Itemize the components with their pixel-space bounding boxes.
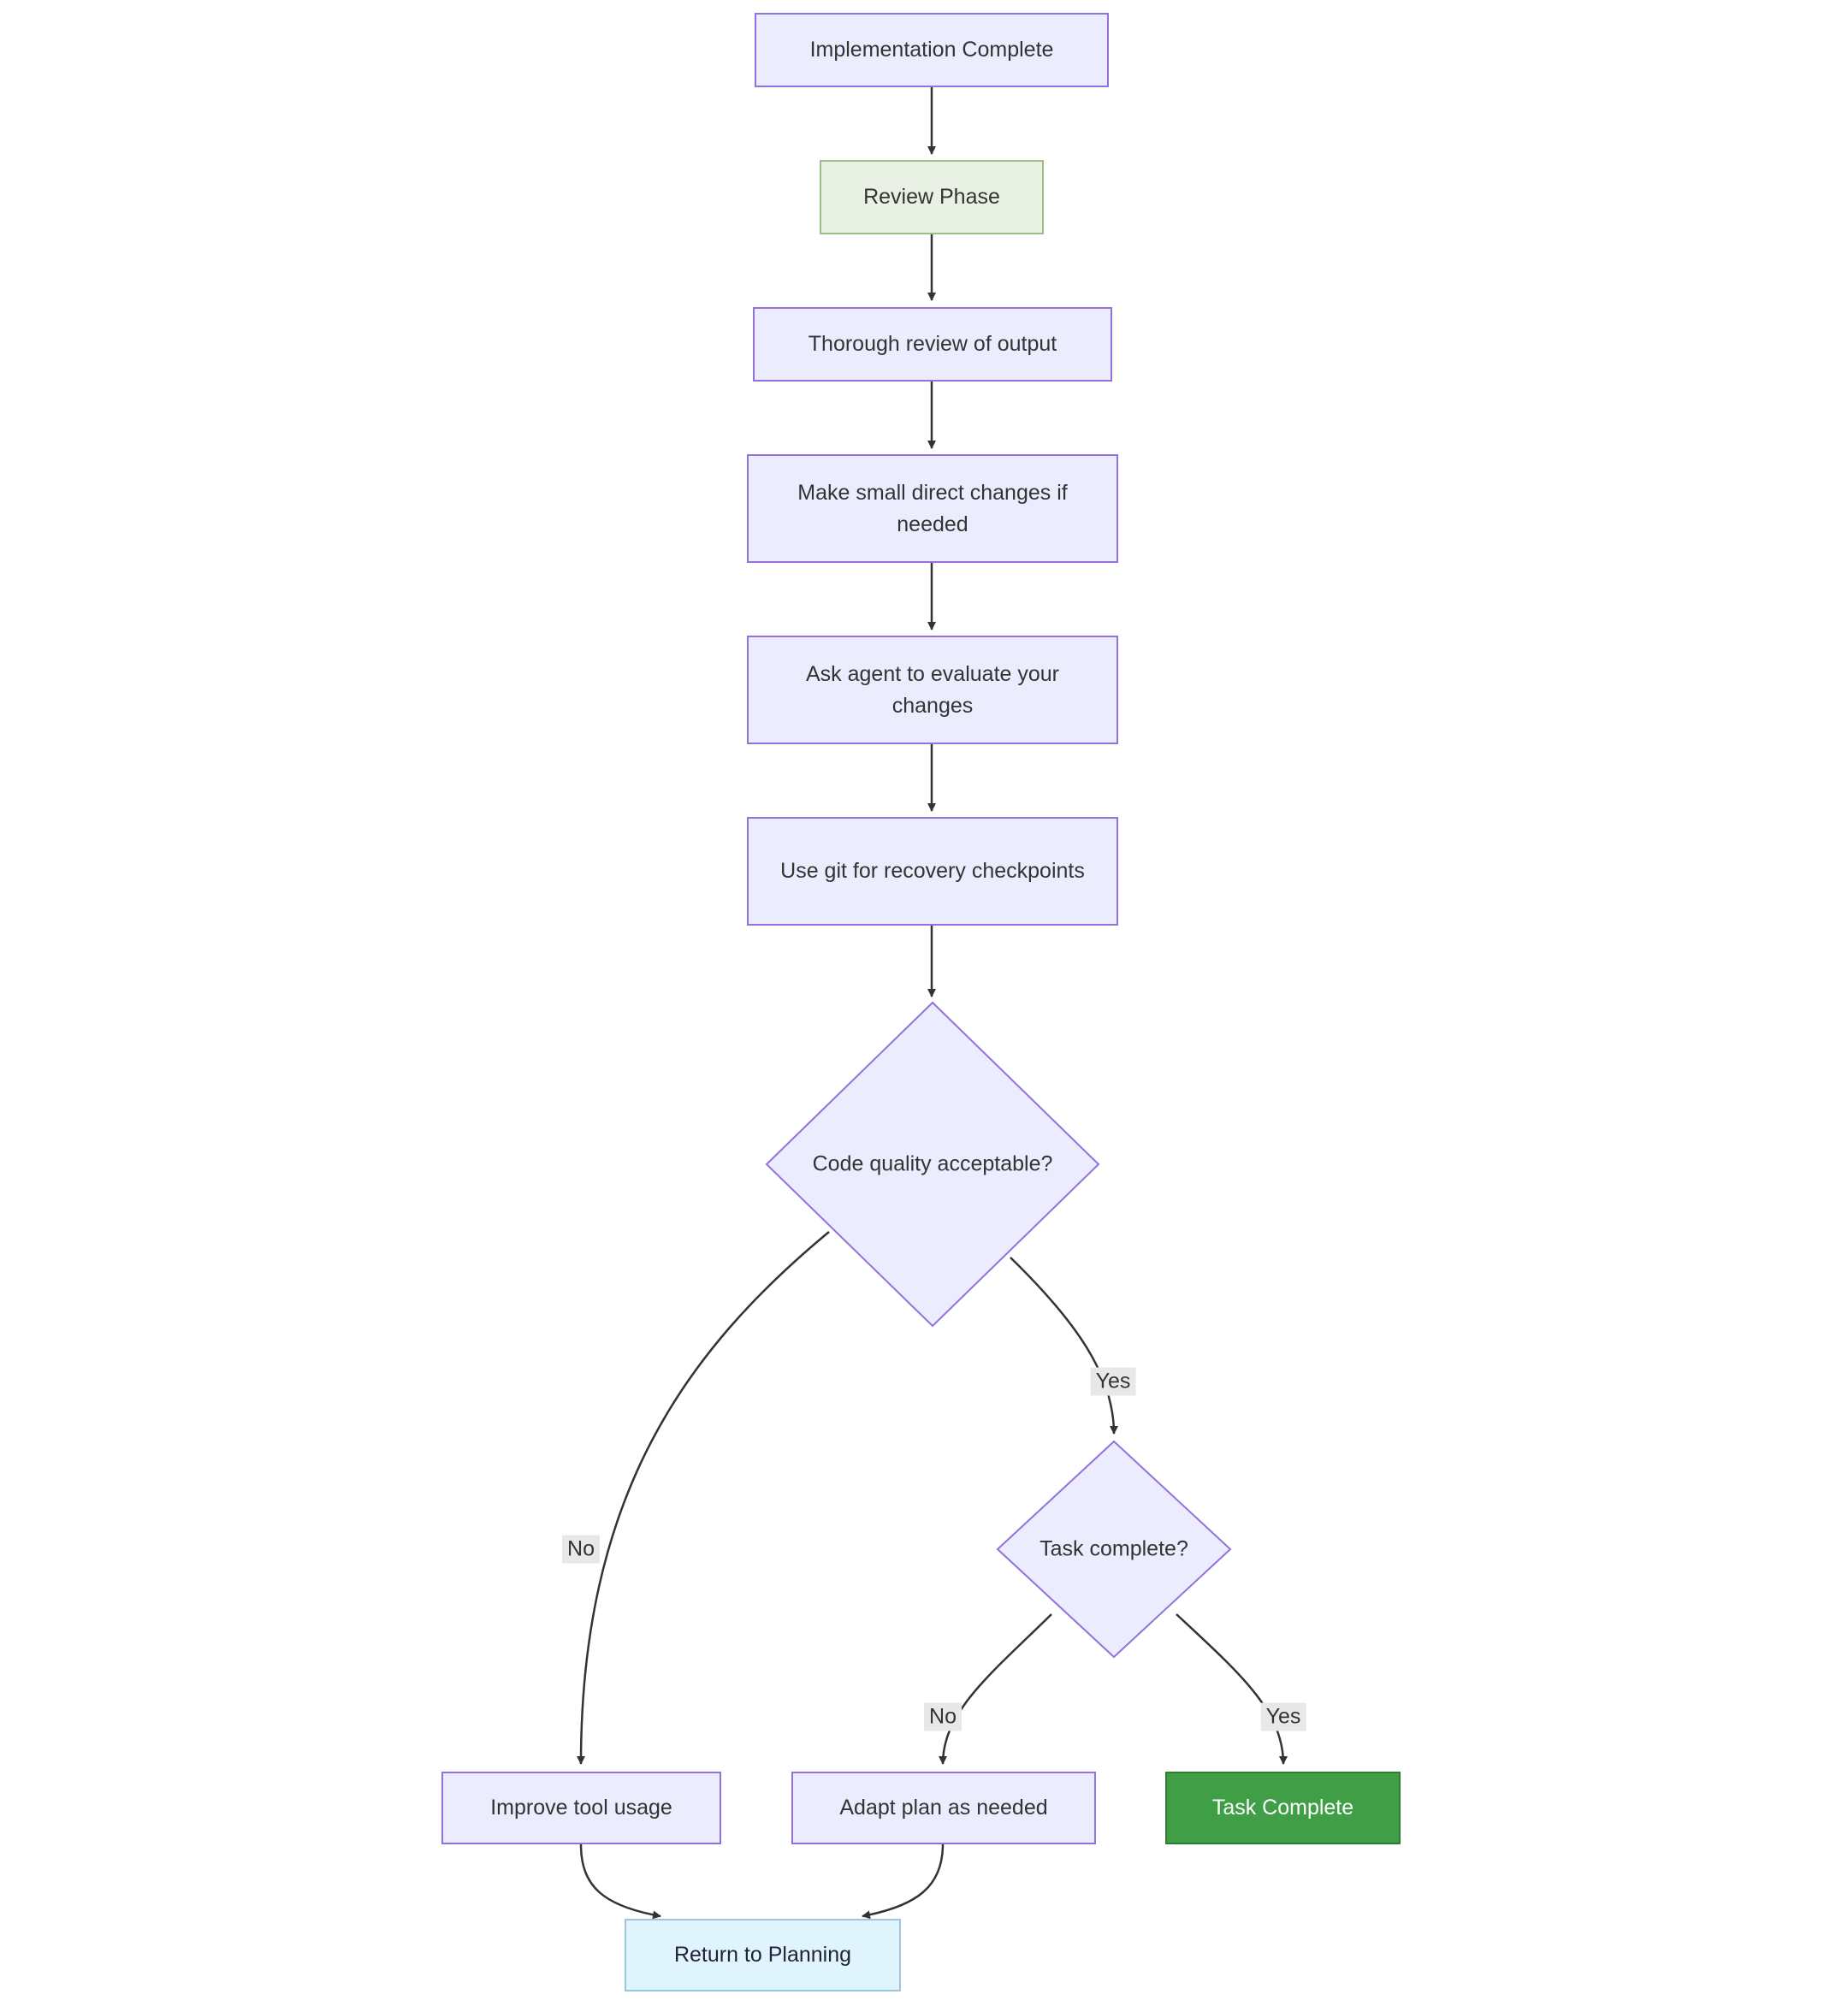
edge-adaptplan-to-planning <box>862 1843 945 1920</box>
edge-codequality-no <box>577 1231 830 1765</box>
decision-code-quality-shape <box>765 1001 1100 1328</box>
edge-label-taskdecision-no: No <box>924 1702 962 1731</box>
node-adapt-plan: Adapt plan as needed <box>791 1772 1096 1844</box>
node-small-changes: Make small direct changes if needed <box>747 454 1118 563</box>
node-ask-agent-label: Ask agent to evaluate your changes <box>805 662 1060 718</box>
node-git-recovery-label: Use git for recovery checkpoints <box>780 859 1085 884</box>
edge-label-taskdecision-yes: Yes <box>1260 1702 1306 1731</box>
edge-label-codequality-no: No <box>562 1535 600 1564</box>
node-thorough-review: Thorough review of output <box>753 307 1112 382</box>
node-task-complete: Task Complete <box>1165 1772 1401 1844</box>
decision-code-quality-label: Code quality acceptable? <box>812 1151 1053 1176</box>
node-implementation-complete-label: Implementation Complete <box>809 38 1054 62</box>
node-improve-tool-label: Improve tool usage <box>490 1796 672 1820</box>
node-review-phase-label: Review Phase <box>863 185 1000 210</box>
decision-task-complete-label: Task complete? <box>1040 1536 1188 1561</box>
node-implementation-complete: Implementation Complete <box>755 13 1109 87</box>
edge-taskdecision-no <box>939 1613 1052 1765</box>
node-git-recovery: Use git for recovery checkpoints <box>747 817 1118 926</box>
node-thorough-review-label: Thorough review of output <box>808 332 1057 357</box>
edge-label-codequality-yes: Yes <box>1090 1367 1136 1396</box>
node-small-changes-label: Make small direct changes if needed <box>797 481 1068 536</box>
decision-task-complete-shape <box>996 1440 1232 1659</box>
edge-taskdecision-yes <box>1176 1613 1288 1765</box>
edge-codequality-yes <box>1010 1257 1118 1435</box>
node-ask-agent: Ask agent to evaluate your changes <box>747 636 1118 744</box>
node-adapt-plan-label: Adapt plan as needed <box>839 1796 1048 1820</box>
node-return-planning-label: Return to Planning <box>673 1943 852 1968</box>
node-improve-tool: Improve tool usage <box>441 1772 721 1844</box>
node-review-phase: Review Phase <box>820 160 1044 234</box>
node-task-complete-label: Task Complete <box>1211 1796 1354 1820</box>
node-return-planning: Return to Planning <box>625 1919 901 1991</box>
edge-improvetool-to-planning <box>579 1843 661 1920</box>
